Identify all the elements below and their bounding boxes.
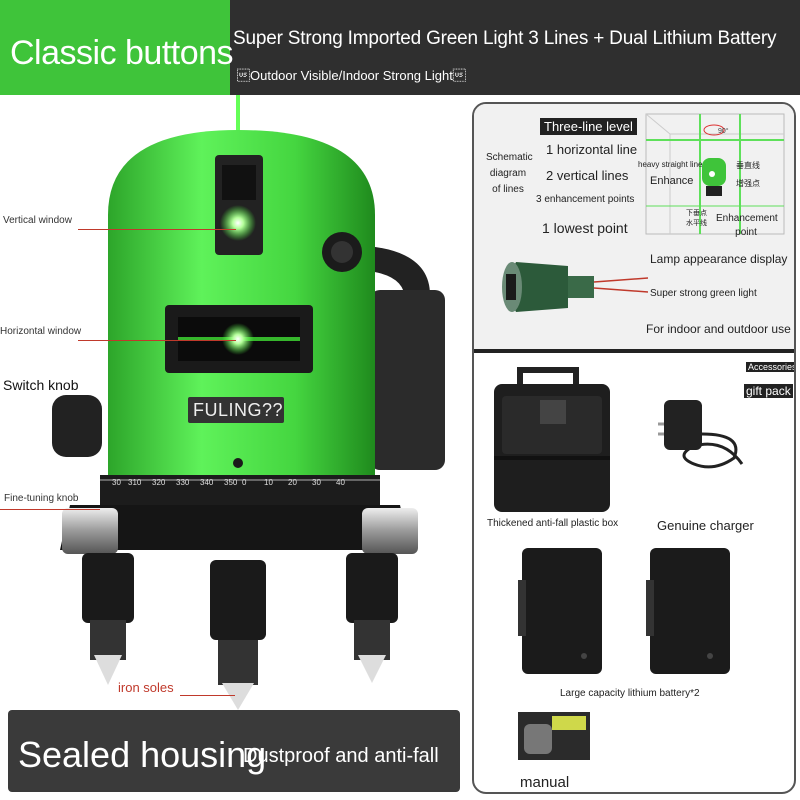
callout-switch-knob: Switch knob	[3, 377, 79, 393]
right-panel: Three-line level Schematic diagram of li…	[472, 102, 796, 794]
callout-line	[0, 509, 100, 510]
spec-enhancement-points: 3 enhancement points	[536, 194, 635, 205]
header-dark-block	[230, 0, 800, 95]
spec-lowest-point: 1 lowest point	[542, 220, 628, 236]
callout-line	[78, 229, 236, 230]
header-title: Classic buttons	[10, 34, 234, 72]
lamp-line-2: For indoor and outdoor use	[646, 322, 791, 336]
dial-tick-labels: 30 310 320 330 340 350 0 10 20 30 40	[112, 478, 372, 492]
vertical-window-glow	[220, 205, 256, 241]
spec-horizontal-line: 1 horizontal line	[546, 142, 638, 157]
lamp-line-1: Super strong green light	[650, 288, 757, 299]
fine-tuning-knob-right	[362, 508, 418, 554]
battery-image-1	[518, 548, 602, 674]
schematic-label-line: Schematic	[486, 152, 533, 163]
callout-line	[180, 695, 235, 696]
cube-label-enhance: Enhance	[650, 175, 694, 187]
cube-label-lowest-cn: 下垂点	[686, 210, 707, 217]
banner-subtitle: Dustproof and anti-fall	[243, 745, 439, 767]
lamp-title: Lamp appearance display	[650, 252, 788, 266]
callout-line	[78, 340, 236, 341]
banner-title: Sealed housing	[18, 734, 267, 775]
dial-tick: 320	[152, 478, 166, 487]
line-schematic-cube	[645, 113, 785, 235]
dial-tick: 330	[176, 478, 190, 487]
laser-lamp-illustration	[502, 262, 648, 312]
section-divider	[474, 349, 794, 353]
leg-middle	[210, 560, 266, 710]
dial-tick: 40	[336, 478, 345, 487]
dial-tick: 30	[112, 478, 121, 487]
cube-label-degree: 90°	[718, 128, 729, 135]
dial-tick: 350	[224, 478, 238, 487]
schematic-label: Schematic diagram of lines	[486, 150, 533, 198]
manual-image	[518, 712, 590, 760]
manual-caption: manual	[520, 774, 570, 791]
header-subtitle: Super Strong Imported Green Light 3 Line…	[233, 28, 777, 49]
battery-image-2	[646, 548, 730, 674]
callout-horizontal-window: Horizontal window	[0, 326, 82, 337]
box-caption: Thickened anti-fall plastic box	[487, 518, 619, 529]
accessories-heading: Accessories	[746, 362, 794, 372]
header-green-block	[0, 0, 230, 95]
leg-left	[82, 553, 134, 685]
bottom-banner	[8, 710, 460, 792]
laser-level-illustration	[52, 95, 445, 710]
fine-tuning-knob-left	[62, 508, 118, 554]
callout-iron-soles: iron soles	[118, 680, 174, 695]
leg-right	[346, 553, 398, 683]
dial-tick: 20	[288, 478, 297, 487]
dial-tick: 340	[200, 478, 214, 487]
header-tagline: Outdoor Visible/Indoor Strong Light	[237, 68, 466, 83]
cube-label-horizontal-cn: 水平线	[686, 220, 707, 227]
dial-tick: 310	[128, 478, 142, 487]
dial-tick: 0	[242, 478, 247, 487]
dial-tick: 10	[264, 478, 273, 487]
cube-label-enhance-cn: 增强点	[736, 179, 760, 188]
spec-vertical-lines: 2 vertical lines	[546, 168, 629, 183]
charger-image	[658, 400, 744, 469]
schematic-label-line: diagram	[489, 168, 527, 179]
dial-tick: 30	[312, 478, 321, 487]
cube-label-enhancement-point: Enhancement point	[716, 213, 778, 238]
battery-caption: Large capacity lithium battery*2	[560, 688, 700, 699]
charger-caption: Genuine charger	[657, 518, 754, 533]
three-line-title: Three-line level	[540, 118, 637, 135]
cube-label-vertical-cn: 垂直线	[736, 161, 760, 170]
callout-vertical-window: Vertical window	[3, 215, 72, 226]
brand-label: FULING??	[193, 400, 284, 420]
callout-fine-tuning-knob: Fine-tuning knob	[4, 493, 79, 504]
schematic-label-line: of lines	[492, 184, 524, 195]
plastic-box-image	[494, 367, 610, 512]
cube-label-heavy-line: heavy straight line	[638, 160, 703, 169]
accessories-gift-pack: gift pack	[744, 384, 793, 398]
